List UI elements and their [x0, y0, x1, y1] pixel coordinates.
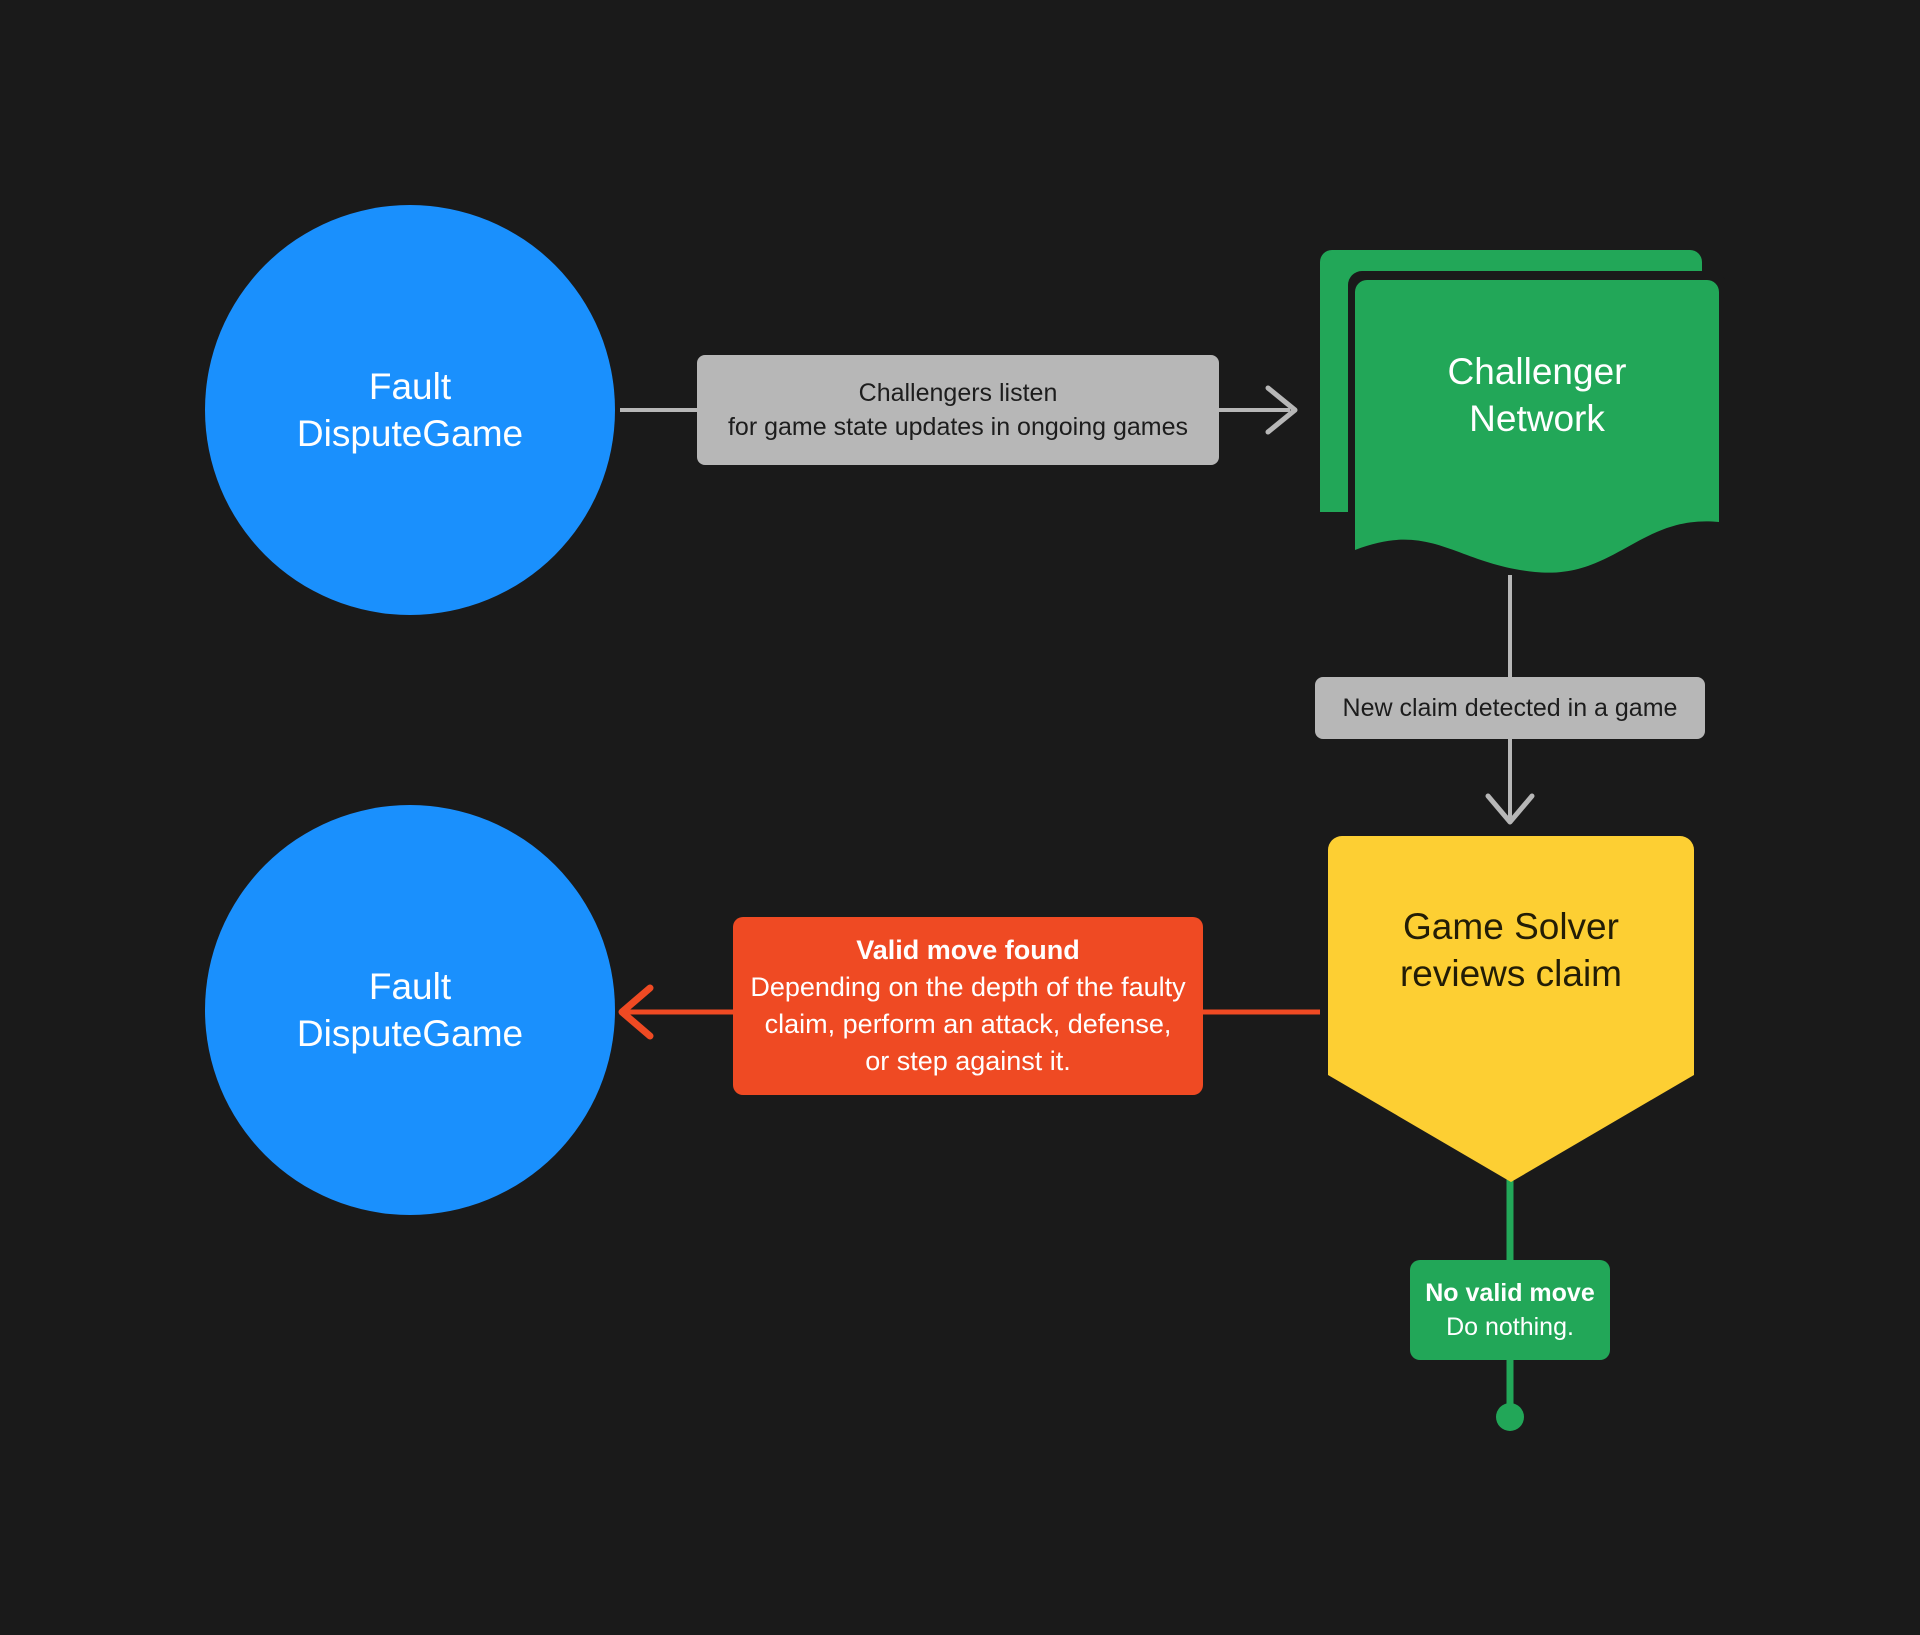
edge-label-title: No valid move — [1425, 1278, 1595, 1307]
edge-label-no-valid-move: No valid move Do nothing. — [1410, 1260, 1610, 1360]
document-front-sheet — [1355, 280, 1719, 573]
arrowhead-right-icon — [1265, 385, 1298, 435]
arrowhead-down-icon — [1485, 793, 1535, 825]
edge-label-line-1: New claim detected in a game — [1342, 693, 1678, 722]
edge-label-line-3: or step against it. — [865, 1046, 1071, 1077]
node-fault-dispute-game-bottom[interactable] — [205, 805, 615, 1215]
node-fault-dispute-game-top[interactable] — [205, 205, 615, 615]
edge-label-title: Valid move found — [856, 934, 1080, 965]
edge-label-line-1: Challengers listen — [858, 378, 1058, 407]
node-game-solver[interactable] — [1328, 836, 1694, 1182]
edge-label-line-1: Depending on the depth of the faulty — [750, 971, 1186, 1002]
arrowhead-left-icon — [618, 984, 654, 1040]
edge-label-line-2: claim, perform an attack, defense, — [764, 1009, 1172, 1039]
edge-label-new-claim-detected: New claim detected in a game — [1315, 677, 1705, 739]
terminator-dot-icon — [1496, 1403, 1524, 1431]
edge-label-challengers-listen: Challengers listen for game state update… — [697, 355, 1219, 465]
edge-label-line-2: for game state updates in ongoing games — [727, 413, 1189, 441]
node-challenger-network[interactable] — [1320, 250, 1726, 573]
edge-label-line-1: Do nothing. — [1446, 1313, 1574, 1341]
edge-label-valid-move-found: Valid move found Depending on the depth … — [733, 917, 1203, 1095]
